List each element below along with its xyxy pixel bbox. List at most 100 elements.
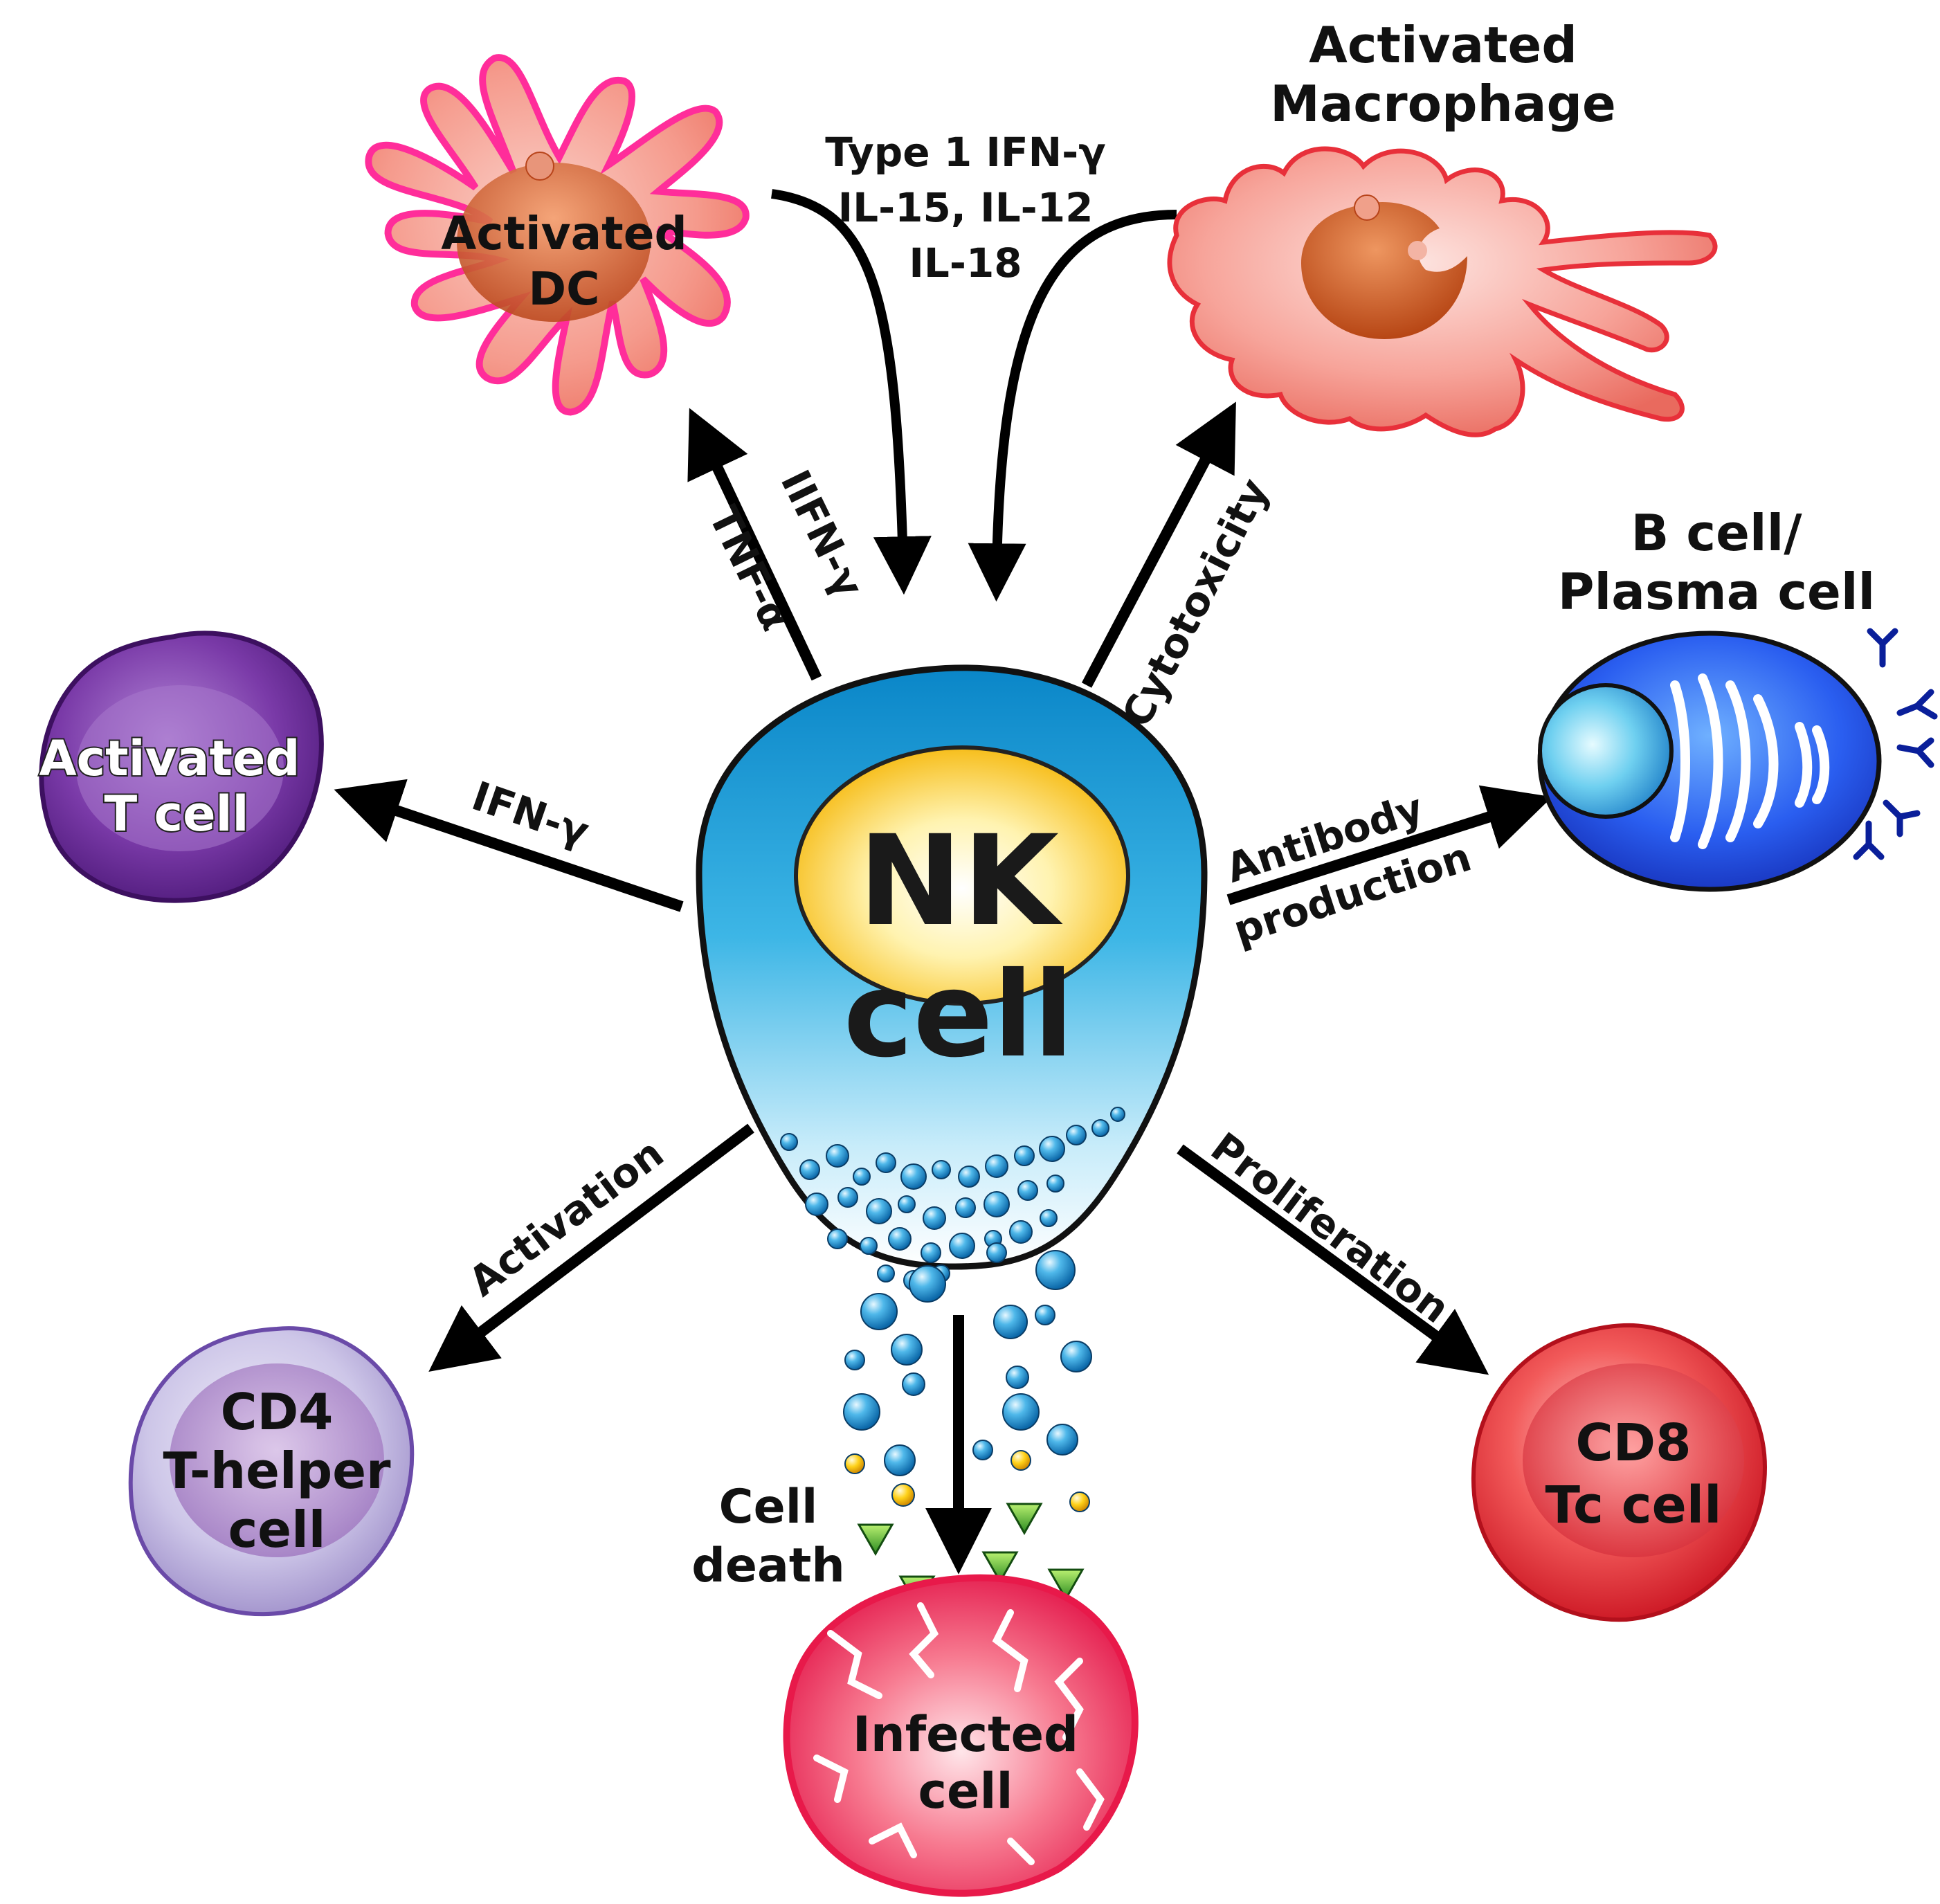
arrow-nk-to-cd4 [428,1123,754,1372]
b-cell-er [1670,673,1830,849]
granule [780,1133,798,1151]
arrow-nk-to-bcell [1226,785,1552,905]
granule [1066,1125,1087,1145]
tcell-label-line1: Activated [39,730,300,787]
to-cd8-label: Proliferation [1202,1123,1458,1332]
granule [866,1198,892,1224]
granule [826,1144,849,1168]
granule [891,1334,923,1366]
nk-label-line1: NK [858,809,1063,954]
cytokines-line2: IL-15, IL-12 [838,184,1094,231]
granule [1040,1209,1058,1227]
antibody-icons [1853,628,1938,860]
bcell-label-line2: Plasma cell [1558,563,1875,621]
nk-nucleus [794,745,1130,1006]
to-dc-label-line1: IIFN-γ [772,463,873,605]
granule [983,1191,1010,1217]
perforin-triangle [981,1551,1019,1584]
granule [909,1265,946,1303]
granule [799,1159,820,1180]
released-granules [843,1250,1092,1512]
dc-label-line1: Activated [441,207,687,260]
granule [923,1206,946,1230]
dc-nucleus [457,163,651,322]
granule [877,1264,895,1282]
granule [1060,1341,1092,1372]
activated-t-cell: Activated T cell [37,631,324,903]
granule [985,1154,1008,1178]
granule [921,1242,941,1263]
arrow-nk-to-macrophage [1081,401,1236,688]
cd4-nucleus [170,1363,384,1557]
macrophage-label-line1: Activated [1309,16,1577,74]
yellow-granule [1010,1450,1031,1471]
infected-label-line1: Infected [853,1706,1078,1763]
granule [1091,1119,1109,1137]
yellow-granule [891,1483,915,1507]
dc-granule [525,152,554,181]
granule [884,1444,916,1476]
granule [1009,1220,1033,1244]
granule [827,1228,848,1249]
cd4-t-helper-cell: CD4 T-helper cell [128,1326,415,1617]
macrophage-granule-2 [1408,241,1427,260]
macrophage-nucleus [1301,201,1467,339]
to-dc-label-line2: TNF-α [700,499,799,637]
granule [902,1372,925,1396]
to-macrophage-label: Cytotoxicity [1113,471,1278,735]
granule [805,1193,828,1216]
granule [843,1393,880,1431]
to-infected-label-line1: Cell [719,1480,818,1534]
activated-dc-cell: Activated DC [365,54,750,416]
yellow-granule [1069,1492,1090,1512]
perforin-triangle [1006,1503,1043,1536]
infected-label-line2: cell [918,1763,1013,1820]
arrow-dc-to-nk [771,189,932,595]
granule [1039,1136,1065,1162]
to-infected-label-line2: death [691,1539,845,1593]
granule [932,1160,951,1179]
granule [1035,1305,1055,1325]
granule [1017,1180,1038,1201]
b-cell-plasma-cell: B cell/ Plasma cell [1537,504,1938,892]
infected-cell: Infected cell [783,1574,1139,1897]
nk-label-line2: cell [844,947,1074,1084]
cd4-label-line3: cell [228,1500,326,1559]
macrophage-granule-1 [1354,194,1380,221]
granule [1110,1107,1125,1122]
granule [972,1440,993,1460]
cytokines-line3: IL-18 [909,239,1022,287]
arrows [334,189,1552,1575]
nk-cell: NK cell [696,664,1208,1291]
granule [1046,1175,1064,1193]
perforin-triangle [1047,1568,1085,1602]
cd8-nucleus [1523,1363,1744,1557]
cd8-label-line2: Tc cell [1545,1476,1721,1535]
infected-body [783,1574,1139,1897]
granule [860,1293,898,1330]
arrow-nk-to-dc [687,408,822,681]
granule [949,1233,975,1259]
macrophage-label-line2: Macrophage [1270,75,1616,133]
granule [844,1350,865,1370]
yellow-granule [844,1453,865,1474]
dc-label-line2: DC [528,262,599,316]
granule [853,1168,871,1186]
cytokines-line1: Type 1 IFN-γ [825,129,1105,176]
activated-macrophage-cell: Activated Macrophage [1167,16,1718,437]
granule [1006,1366,1029,1389]
cd8-label-line1: CD8 [1575,1413,1691,1473]
tcell-label-line2: T cell [104,786,248,842]
granule [1014,1145,1035,1166]
bcell-label-line1: B cell/ [1631,504,1802,562]
arrow-nk-to-tcell [334,779,684,912]
granule [876,1152,896,1173]
granule [1035,1250,1076,1290]
arrow-nk-to-cd8 [1177,1144,1489,1375]
arrow-macrophage-to-nk [968,210,1177,602]
b-cell-nucleus [1538,683,1674,819]
granule [860,1237,878,1255]
granule [958,1166,980,1188]
cd4-label-line1: CD4 [221,1383,334,1441]
